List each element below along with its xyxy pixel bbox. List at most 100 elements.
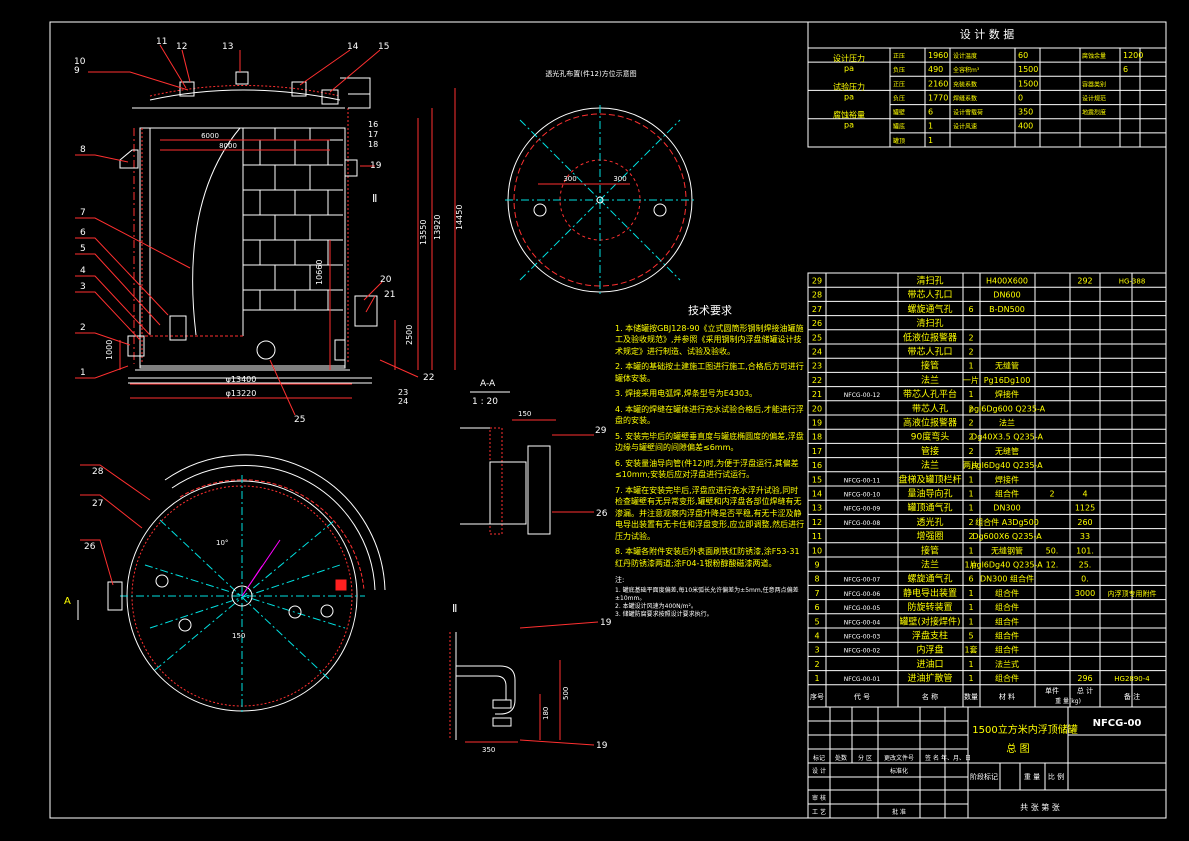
bom-row-qty: 1 (968, 504, 973, 513)
notes-title: 注: (615, 576, 625, 584)
bom-row-qty: 2 (968, 447, 973, 456)
bom-row-material: Pg16Dg100 (984, 376, 1031, 385)
bom-row-weight-total: 260 (1077, 518, 1092, 527)
design-table-title: 设 计 数 据 (960, 27, 1015, 41)
sheet-label: 共 张 第 张 (1020, 802, 1060, 812)
callout-19: 19 (370, 161, 382, 171)
bom-row-note: HG-388 (1119, 278, 1146, 286)
bom-row-name: 罐壁(对接焊件) (899, 615, 960, 627)
bom-row-no: 11 (812, 532, 822, 541)
bom-row-name: 增强圈 (916, 530, 943, 542)
bom-row-no: 25 (812, 333, 822, 342)
bom-row-code: NFCG-00-09 (844, 506, 881, 513)
bom-row-name: 接管 (921, 360, 939, 372)
dim-diam-outer: φ13220 (226, 389, 257, 398)
bom-row-material: 法兰式 (995, 659, 1019, 669)
bom-row-no: 24 (812, 348, 822, 357)
callout-14: 14 (347, 42, 359, 52)
bom-row-qty: 1片 (964, 560, 977, 570)
design-row-key: 设计雪载荷 (953, 109, 983, 117)
bom-row-qty: 1 (968, 617, 973, 626)
design-row-value: 1770 (928, 93, 948, 102)
dim-h2: 2500 (405, 325, 414, 345)
callout-16: 16 (368, 120, 378, 129)
bom-row-code: NFCG-00-10 (844, 492, 881, 499)
bom-row-qty: 1 (968, 589, 973, 598)
callout-22: 22 (423, 373, 434, 383)
bom-row-weight-total: 33 (1080, 532, 1090, 541)
bom-row-name: 管接 (921, 445, 939, 457)
bom-row-material: 组合件 (995, 489, 1019, 499)
callout-11: 11 (156, 37, 167, 47)
bom-row-name: 法兰 (921, 374, 939, 386)
bom-row-material: 组合件 (995, 588, 1019, 598)
tech-note-item: 3. 储罐防腐要求按照设计要求执行。 (615, 610, 713, 618)
svg-text:19: 19 (596, 741, 608, 751)
tb-review: 审 核 (812, 794, 826, 802)
dim-r-top: 6000 (201, 132, 219, 140)
bom-row-no: 3 (814, 646, 819, 655)
bom-row-name: 法兰 (921, 459, 939, 471)
callout-15: 15 (378, 42, 389, 52)
dim-low-height: 10660 (315, 260, 324, 285)
design-row-key: 罐底 (893, 123, 905, 131)
bom-row-code: NFCG-00-07 (844, 577, 881, 584)
bom-row-no: 21 (812, 390, 822, 399)
tech-req-item: 4. 本罐的焊缝在罐体进行充水试验合格后,才能进行浮盘的安装。 (615, 404, 804, 426)
bom-row-material: 无缝管 (995, 446, 1019, 456)
design-row-value: 1960 (928, 51, 948, 60)
svg-text:26: 26 (596, 509, 608, 519)
bom-row-material: 组合件 (995, 602, 1019, 612)
detail-ii-label: Ⅱ (452, 602, 457, 615)
bom-header-code: 代 号 (854, 692, 870, 701)
bom-row-material: DN600 (993, 291, 1020, 300)
design-row-key: 正压 (893, 53, 905, 60)
bom-row-material: 焊接件 (995, 474, 1019, 484)
callout-28: 28 (92, 467, 104, 477)
roof-plan-view: 300 300 透光孔布置(件12)方位示意图 (505, 69, 695, 295)
drawing-title: 总 图 (1006, 742, 1029, 755)
bom-row-qty: 2 (968, 333, 973, 342)
bom-row-qty: 6 (968, 305, 973, 314)
bom-row-name: 螺旋通气孔 (907, 303, 952, 315)
design-row-key: 设计温度 (953, 52, 977, 60)
design-row-key: 容器类别 (1082, 80, 1106, 88)
bom-row-weight-total: 4 (1082, 490, 1087, 499)
bom-row-no: 20 (812, 404, 822, 413)
bom-row-weight-total: 0. (1081, 575, 1089, 584)
design-row-value: 350 (1018, 108, 1033, 117)
bom-row-note: 内浮顶专用附件 (1108, 589, 1157, 598)
dim-total-height: 14450 (455, 205, 464, 230)
bom-row-no: 16 (812, 461, 822, 470)
callout-4: 4 (80, 266, 86, 276)
callout-12: 12 (176, 42, 187, 52)
svg-text:300: 300 (563, 175, 576, 183)
tb-standard: 标准化 (890, 767, 908, 775)
bom-row-material: Dg600X6 Q235-A (972, 532, 1042, 541)
bom-row-code: NFCG-00-11 (844, 477, 881, 484)
bom-row-no: 14 (812, 490, 822, 499)
svg-text:300: 300 (613, 175, 626, 183)
bom-row-name: 清扫孔 (916, 275, 943, 287)
bom-row-qty: 1 (968, 475, 973, 484)
design-row-label: 设计压力 (833, 53, 865, 63)
bom-row-weight-single: 2 (1049, 490, 1054, 499)
tech-requirements: 技术要求 1. 本储罐按GBJ128-90《立式圆筒形钢制焊接油罐施工及验收规范… (615, 305, 804, 618)
tech-req-item: 1. 本储罐按GBJ128-90《立式圆筒形钢制焊接油罐施工及验收规范》,并参照… (615, 323, 804, 356)
bom-row-qty: 2 (968, 532, 973, 541)
bom-row-no: 9 (814, 561, 819, 570)
design-row-key: 腐蚀余量 (1082, 52, 1106, 60)
bom-row-qty: 2 (968, 404, 973, 413)
bom-row-weight-total: 25. (1079, 561, 1092, 570)
bom-row-material: 组合件 (995, 631, 1019, 641)
dim-detail-height: 500 (562, 687, 570, 700)
callout-3: 3 (80, 282, 86, 292)
design-row-value: 6 (1123, 65, 1128, 74)
dim-r-top2: 8000 (219, 142, 237, 150)
bom-row-material: pgl6Dg40 Q235-A (971, 561, 1043, 570)
bom-row-name: 带芯人孔口 (907, 289, 952, 301)
stage-mark-label: 阶段标记 (970, 772, 998, 781)
bom-header-single: 单件 (1045, 686, 1059, 695)
bom-row-qty: 5 (968, 632, 973, 641)
dim-sec-width: 150 (518, 410, 531, 418)
